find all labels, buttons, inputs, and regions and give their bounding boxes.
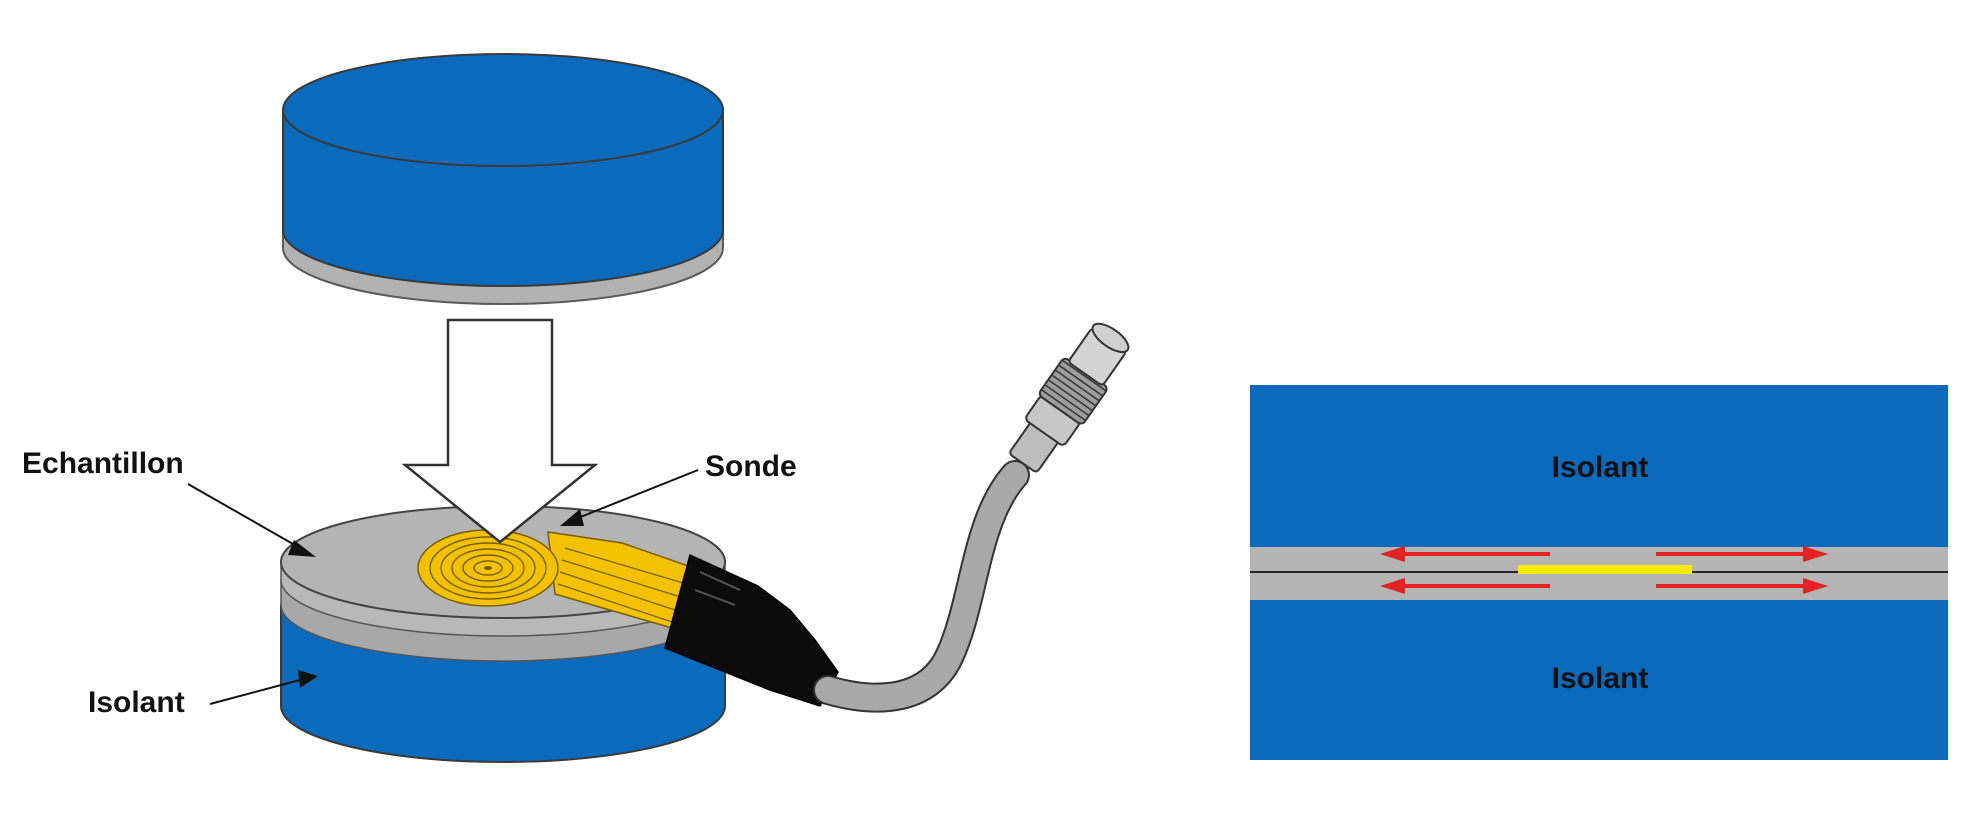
isolant-top-label: Isolant (1552, 451, 1649, 484)
probe-spiral-ring (440, 542, 536, 594)
heat-flow-arrowhead (1380, 578, 1405, 594)
probe-spiral-ring (473, 560, 503, 576)
cross-section: Isolant Isolant (1250, 385, 1948, 760)
echantillon-leader-arrowhead (288, 540, 316, 557)
probe-cable (813, 460, 1030, 713)
cross-section-bottom-insulator (1250, 600, 1948, 760)
cross-section-sensor-strip (1518, 565, 1692, 574)
cross-section-top-insulator (1250, 385, 1948, 547)
probe-spiral-ring (462, 554, 514, 582)
sonde-label: Sonde (705, 450, 797, 483)
probe-spiral-ring (451, 548, 525, 588)
isolant-leader-arrowhead (298, 670, 318, 688)
cable-body (815, 462, 1028, 711)
connector-tip (1091, 322, 1130, 354)
pressure-arrow-icon (401, 318, 599, 544)
leader-lines (187, 469, 699, 705)
heat-flow-arrowhead (1803, 578, 1828, 594)
top-cylinder-lid (282, 53, 724, 167)
connector-knurl-lines (1040, 359, 1107, 422)
heat-flow-arrows (1380, 546, 1828, 594)
probe-spiral-center (484, 566, 492, 570)
heat-flow-arrowhead (1803, 546, 1828, 562)
isolant-left-label: Isolant (88, 686, 185, 719)
heat-flow-arrowhead (1380, 546, 1405, 562)
echantillon-label: Echantillon (22, 447, 184, 480)
echantillon-leader-line (187, 483, 301, 549)
top-insulator-cylinder (282, 53, 724, 305)
sonde-leader-line (577, 469, 699, 519)
probe-spiral-ring (429, 536, 547, 600)
probe-ribbon-traces (557, 547, 691, 623)
probe-sensor (417, 529, 702, 629)
isolant-bottom-label: Isolant (1552, 662, 1649, 695)
isolant-leader-line (209, 679, 301, 705)
sonde-leader-arrowhead (560, 509, 584, 526)
probe-clamp-highlight (694, 571, 741, 606)
cable-connector (1009, 322, 1130, 473)
